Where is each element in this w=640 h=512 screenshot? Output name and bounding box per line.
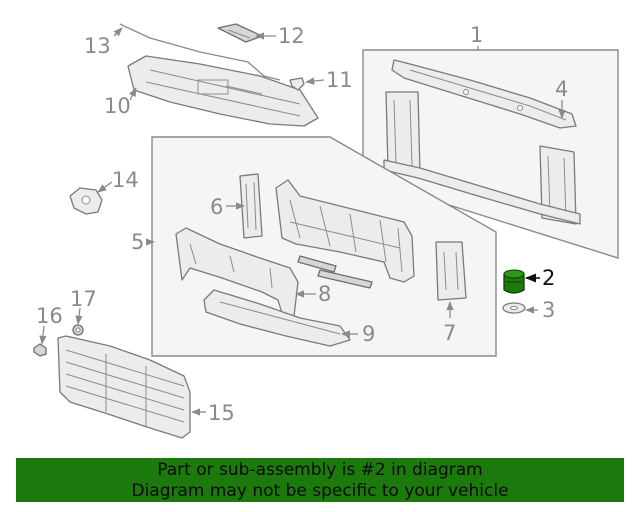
- callout-11: 11: [326, 68, 353, 92]
- leader-lines: [39, 27, 566, 416]
- callout-15: 15: [208, 401, 235, 425]
- part-16-bolt: [33, 343, 47, 357]
- part-3-washer: [502, 302, 526, 314]
- callout-9: 9: [362, 322, 375, 346]
- callout-12: 12: [278, 24, 305, 48]
- callout-3: 3: [542, 298, 555, 322]
- callout-14: 14: [112, 168, 139, 192]
- callout-8: 8: [318, 282, 331, 306]
- callout-13: 13: [84, 34, 111, 58]
- callout-5: 5: [131, 230, 144, 254]
- part-12-plate: [217, 23, 263, 43]
- part-17-nut: [72, 324, 84, 336]
- callout-2: 2: [542, 266, 555, 290]
- callout-4: 4: [555, 77, 568, 101]
- banner-line-1: Part or sub-assembly is #2 in diagram: [157, 460, 483, 480]
- part-11-pin: [289, 77, 305, 91]
- assembly-1-panel: [362, 49, 619, 259]
- info-banner: Part or sub-assembly is #2 in diagram Di…: [16, 458, 624, 502]
- assembly-5-panel: [151, 136, 497, 357]
- callout-6: 6: [210, 195, 223, 219]
- callout-1: 1: [470, 23, 483, 47]
- part-2-bushing: [503, 269, 525, 294]
- part-15-shutter: [57, 335, 191, 439]
- callout-labels: 1 2 3 4 5 6 7 8 9 10 11 12 13 14 15 16 1…: [36, 23, 568, 425]
- part-14-sensor: [69, 187, 103, 215]
- part-10-cover: [127, 55, 319, 127]
- part-13-seal: [119, 23, 281, 81]
- callout-7: 7: [443, 321, 456, 345]
- banner-line-2: Diagram may not be specific to your vehi…: [131, 481, 509, 501]
- callout-16: 16: [36, 304, 63, 328]
- callout-10: 10: [104, 94, 131, 118]
- callout-17: 17: [70, 287, 97, 311]
